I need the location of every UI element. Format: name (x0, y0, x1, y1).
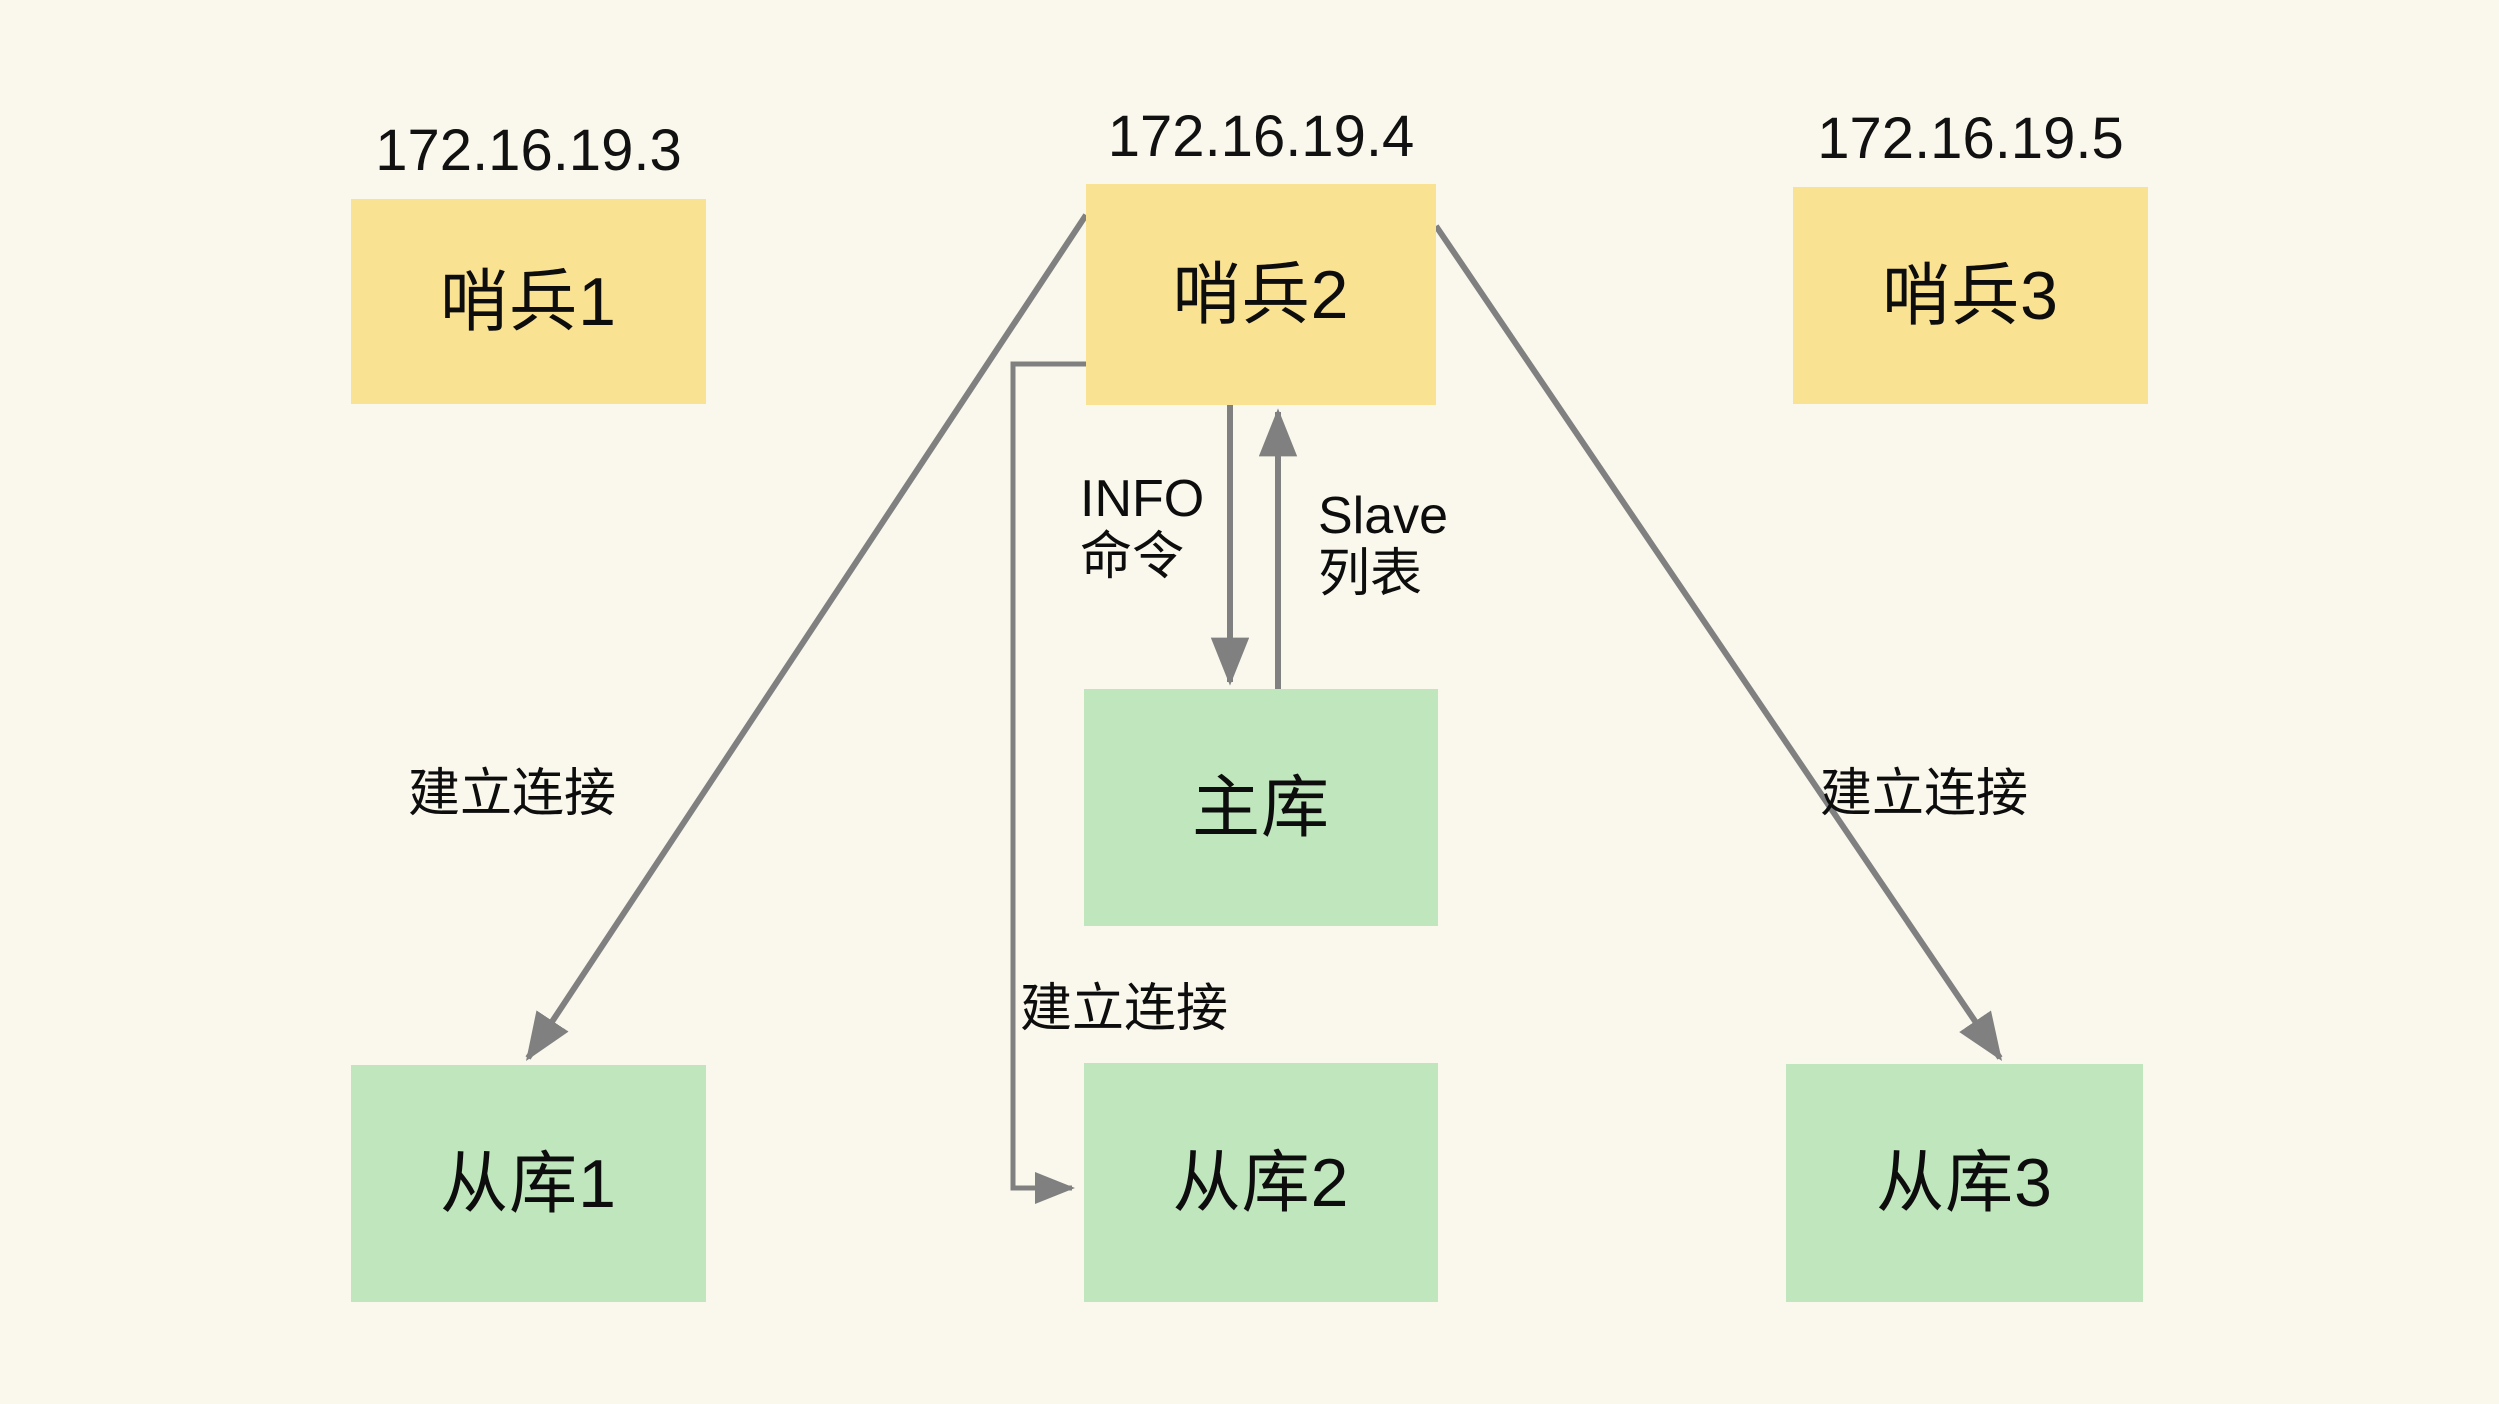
node-slave1-label: 从库1 (440, 1145, 617, 1222)
node-sentinel3[interactable]: 哨兵3 (1793, 187, 2148, 404)
node-slave2-label: 从库2 (1172, 1144, 1350, 1221)
node-sentinel2[interactable]: 哨兵2 (1086, 184, 1436, 405)
node-sentinel3-label: 哨兵3 (1882, 257, 2059, 334)
edge-label-connect-right: 建立连接 (1820, 765, 2029, 823)
edge-sentinel2-to-slave2 (1010, 361, 1086, 1204)
node-sentinel1-label: 哨兵1 (440, 263, 617, 340)
ip-label-sentinel1: 172.16.19.3 (375, 118, 682, 183)
node-master-label: 主库 (1191, 769, 1330, 846)
node-slave3-label: 从库3 (1876, 1145, 2053, 1221)
ip-label-sentinel2: 172.16.19.4 (1107, 104, 1415, 169)
node-sentinel2-label: 哨兵2 (1172, 256, 1350, 333)
node-master[interactable]: 主库 (1084, 689, 1438, 926)
node-slave1[interactable]: 从库1 (351, 1065, 706, 1302)
edge-label-connect-mid: 建立连接 (1020, 980, 1229, 1038)
node-slave3[interactable]: 从库3 (1786, 1064, 2143, 1302)
edge-label-slave-list: Slave 列表 (1318, 487, 1449, 604)
node-slave2[interactable]: 从库2 (1084, 1063, 1438, 1302)
edge-label-connect-left: 建立连接 (408, 765, 617, 823)
edge-label-info-command: INFO 命令 (1080, 470, 1205, 587)
ip-label-sentinel3: 172.16.19.5 (1817, 106, 2124, 171)
node-sentinel1[interactable]: 哨兵1 (351, 199, 706, 404)
